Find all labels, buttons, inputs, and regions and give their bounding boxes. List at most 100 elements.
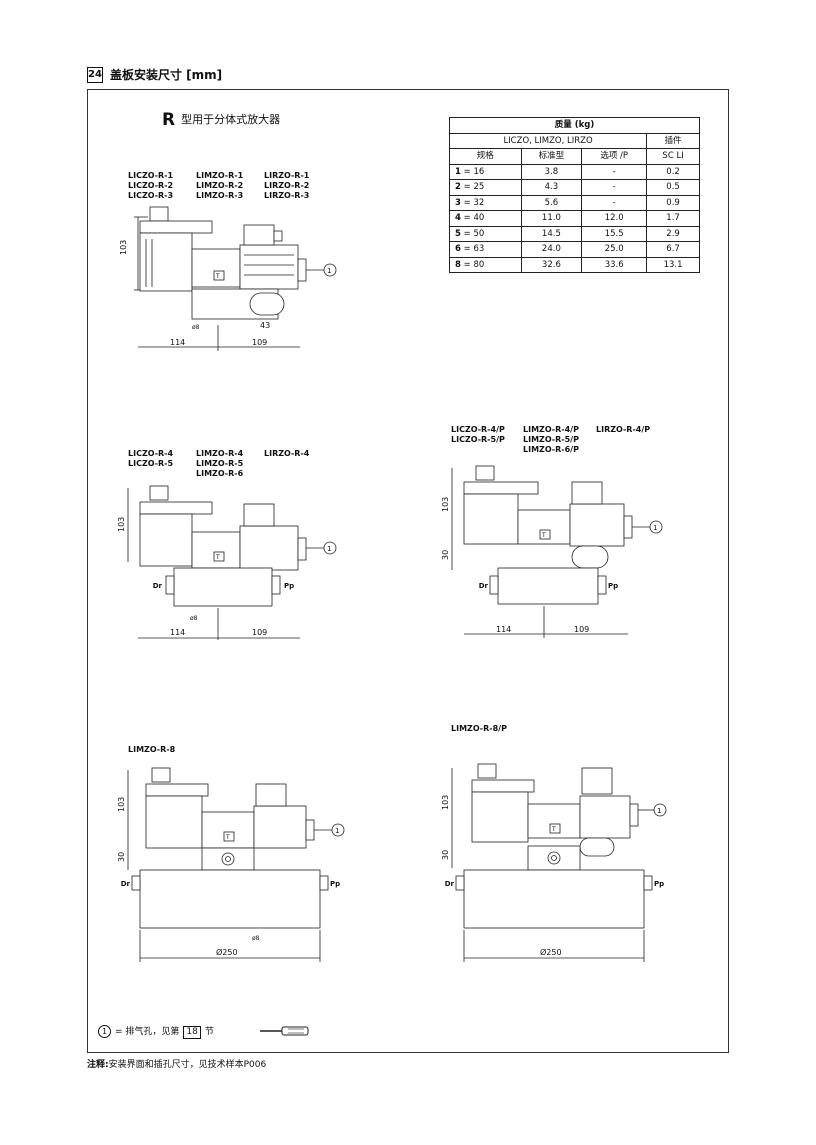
content-frame	[87, 89, 729, 1053]
bottom-note: 注释:安装界面和插孔尺寸，见技术样本P006	[87, 1057, 266, 1070]
model-list-limzo-4p-6p: LIMZO-R-4/P LIMZO-R-5/P LIMZO-R-6/P	[523, 425, 579, 454]
dim-103-b: 103	[117, 517, 126, 532]
dim-phi8-4: ø8	[252, 935, 260, 942]
mass-size-cell: 2 = 25	[449, 179, 522, 196]
mass-sc-cell: 6.7	[646, 241, 700, 258]
mass-opt-cell: -	[581, 179, 648, 196]
dim-114-b: 114	[170, 628, 185, 637]
mass-opt-cell: 15.5	[581, 225, 648, 242]
dim-103-e: 103	[441, 795, 450, 810]
section-number: 24	[87, 67, 103, 83]
callout-1b: 1	[327, 545, 331, 553]
mass-sc-cell: 2.9	[646, 225, 700, 242]
r-heading-text: 型用于分体式放大器	[181, 113, 281, 126]
mass-sc-cell: 0.2	[646, 163, 700, 180]
mass-sc-cell: 0.5	[646, 179, 700, 196]
mass-std-cell: 4.3	[520, 179, 583, 196]
mass-size-cell: 6 = 63	[449, 241, 522, 258]
section-title: 盖板安装尺寸 [mm]	[110, 68, 223, 82]
t-mark-1: T	[215, 273, 220, 280]
col-standard: 标准型	[520, 148, 583, 165]
callout-1a: 1	[327, 267, 331, 275]
callout-1e: 1	[657, 807, 661, 815]
dim-109-c: 109	[574, 625, 589, 634]
model-list-liczo-1-3: LICZO-R-1 LICZO-R-2 LICZO-R-3	[128, 171, 174, 200]
size-equiv: = 50	[463, 228, 485, 239]
port-dr-2: Dr	[153, 582, 163, 590]
dim-114-c: 114	[496, 625, 511, 634]
footnote-circle: 1	[98, 1025, 111, 1038]
drawing-size-8p: 103 30 T Dr Pp Ø250 1	[441, 763, 667, 962]
callout-1c: 1	[653, 524, 657, 532]
drawing-size-8: 103 30 T Dr Pp Ø250 ø8 1	[117, 767, 345, 962]
mass-size-cell: 8 = 80	[449, 256, 522, 273]
port-pp-5: Pp	[654, 880, 664, 888]
note-text: 安装界面和插孔尺寸，见技术样本P006	[108, 1060, 267, 1070]
col-sc: SC LI	[646, 148, 700, 165]
mass-table: 质量 (kg) LICZO, LIMZO, LIRZO 插件 规格 标准型 选项…	[448, 117, 700, 273]
size-number: 8	[455, 259, 461, 270]
port-dr-5: Dr	[445, 880, 455, 888]
size-number: 6	[455, 244, 461, 255]
model-list-limzo-4-6: LIMZO-R-4 LIMZO-R-5 LIMZO-R-6	[196, 449, 244, 478]
t-mark-5: T	[551, 826, 556, 833]
dim-43: 43	[260, 321, 270, 330]
drawing-size-1-3: 103 T 114 109 43 ø8 1	[119, 206, 337, 351]
model-list-liczo-4p-5p: LICZO-R-4/P LICZO-R-5/P	[451, 425, 505, 444]
size-equiv: = 16	[463, 166, 485, 177]
mass-std-cell: 32.6	[520, 256, 583, 273]
port-dr-3: Dr	[479, 582, 489, 590]
dim-phi8-1: ø8	[192, 324, 200, 331]
screwdriver-icon	[260, 1026, 309, 1036]
mass-std-cell: 14.5	[520, 225, 583, 242]
mass-sc-cell: 1.7	[646, 210, 700, 227]
model-list-limzo-1-3: LIMZO-R-1 LIMZO-R-2 LIMZO-R-3	[196, 171, 244, 200]
mass-opt-cell: 25.0	[581, 241, 648, 258]
footnote-section-ref: 18	[183, 1026, 201, 1039]
size-equiv: = 63	[463, 244, 485, 255]
mass-std-cell: 24.0	[520, 241, 583, 258]
mass-size-cell: 5 = 50	[449, 225, 522, 242]
drawing-size-4-6: 103 T Dr Pp 114 109 ø8 1	[117, 485, 337, 640]
t-mark-3: T	[541, 532, 546, 539]
mass-std-cell: 3.8	[520, 163, 583, 180]
dim-103-c: 103	[441, 497, 450, 512]
col-option: 选项 /P	[581, 148, 648, 165]
drawing-size-4p-6p: 103 30 T Dr Pp 114 109 1	[441, 465, 663, 638]
mass-std-cell: 5.6	[520, 194, 583, 211]
dim-103: 103	[119, 240, 128, 255]
mass-opt-cell: 33.6	[581, 256, 648, 273]
mass-opt-cell: 12.0	[581, 210, 648, 227]
size-number: 5	[455, 228, 461, 239]
port-dr-4: Dr	[121, 880, 131, 888]
size-equiv: = 32	[463, 197, 485, 208]
footnote-text: = 排气孔，见第	[115, 1027, 180, 1037]
port-pp-4: Pp	[330, 880, 340, 888]
t-mark-2: T	[215, 554, 220, 561]
mass-sc-cell: 13.1	[646, 256, 700, 273]
mass-size-cell: 1 = 16	[449, 163, 522, 180]
mass-opt-cell: -	[581, 163, 648, 180]
model-list-limzo-8: LIMZO-R-8	[128, 745, 176, 754]
model-list-lirzo-4: LIRZO-R-4	[264, 449, 310, 458]
size-number: 2	[455, 182, 461, 193]
mass-group-header: LICZO, LIMZO, LIRZO	[448, 132, 648, 149]
r-letter: R	[162, 110, 176, 130]
model-list-lirzo-1-3: LIRZO-R-1 LIRZO-R-2 LIRZO-R-3	[264, 171, 310, 200]
mass-plug-header: 插件	[646, 132, 700, 149]
dim-30-e: 30	[441, 850, 450, 860]
dim-30-c: 30	[441, 550, 450, 560]
mass-table-title: 质量 (kg)	[449, 117, 700, 134]
size-equiv: = 80	[463, 259, 485, 270]
col-size: 规格	[449, 148, 522, 165]
size-equiv: = 25	[463, 182, 485, 193]
dim-109: 109	[252, 338, 267, 347]
